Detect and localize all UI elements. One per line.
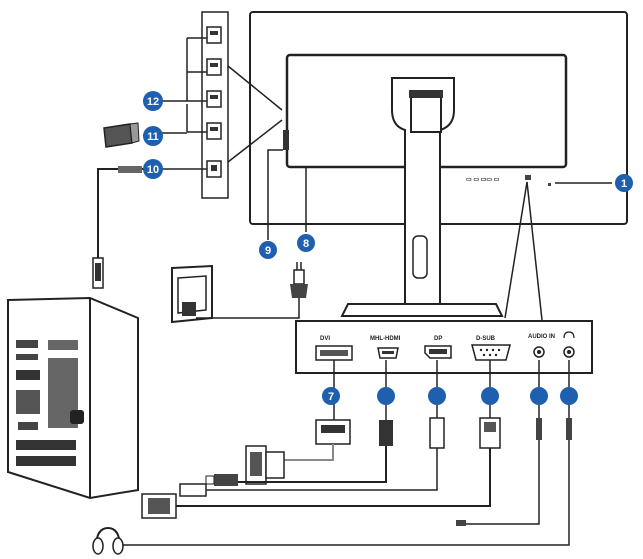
usb-cable [92,166,150,289]
input-port-panel [295,320,593,374]
usb-callout-brackets [162,37,207,170]
vga-port-label: D-SUB [476,336,496,342]
callout-8: 8 [297,234,315,252]
power-outlet [171,264,213,324]
dvi-port-label: DVI [320,336,330,342]
callout-7: 7 [322,387,340,405]
monitor-stand [340,77,504,317]
callout-9: 9 [259,241,277,259]
svg-text:1: 1 [621,178,627,190]
callout-leaders [267,149,612,240]
hdmi-port-label: MHL-HDMI [370,336,401,342]
callout-12: 12 [143,91,163,111]
power-plug [196,262,308,319]
usb-hub [201,11,283,199]
dp-port-label: DP [434,336,442,342]
port-marker-headphone [560,387,578,405]
callout-1: 1 [615,174,633,192]
svg-text:12: 12 [147,96,159,108]
svg-text:7: 7 [328,391,334,403]
svg-text:11: 11 [147,131,159,143]
svg-text:▭ ▭ ▭▭ ▭: ▭ ▭ ▭▭ ▭ [466,177,500,183]
pc-tower [7,296,139,500]
callout-11: 11 [143,126,163,146]
headphones-icon [92,526,124,555]
port-marker-vga [481,387,499,405]
port-pointer-lines [504,181,543,321]
port-marker-audio-in [530,387,548,405]
headphone-port-icon [563,331,575,339]
port-cables [120,360,572,546]
svg-text:8: 8 [303,238,309,250]
svg-text:10: 10 [147,164,159,176]
callout-10: 10 [143,159,163,179]
port-marker-hdmi [377,387,395,405]
usb-flash-drive [103,122,140,148]
audio-in-port-label: AUDIO IN [528,334,555,340]
svg-text:9: 9 [265,245,271,257]
port-marker-dp [428,387,446,405]
